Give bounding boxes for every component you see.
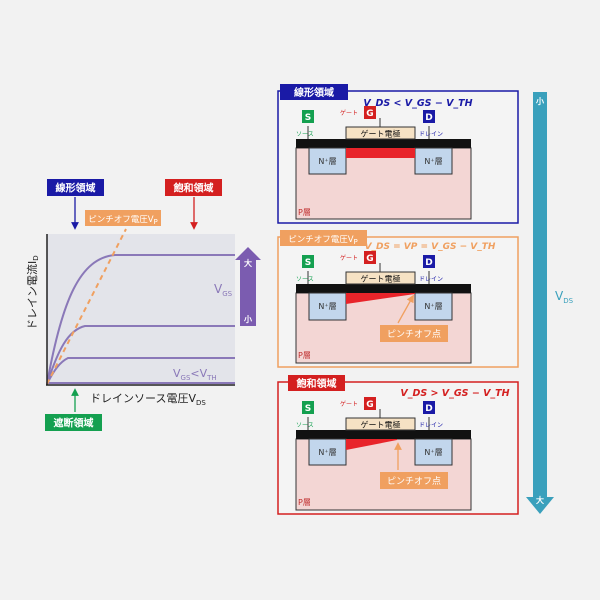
linear-label: 線形領域 bbox=[56, 182, 96, 195]
svg-text:D: D bbox=[425, 404, 432, 414]
panel-condition: V_DS < V_GS − V_TH bbox=[363, 98, 472, 109]
vds-arrow-top: 小 bbox=[535, 96, 544, 106]
linear-label-box bbox=[47, 179, 104, 196]
pinchoff-label-box bbox=[85, 210, 161, 226]
saturation-label: 飽和領域 bbox=[173, 182, 214, 195]
n-plus-source-label: N⁺層 bbox=[318, 448, 336, 457]
svg-text:S: S bbox=[305, 404, 311, 414]
drain-label: ドレイン bbox=[419, 131, 443, 138]
pinchoff-callout-box bbox=[380, 472, 448, 489]
source-terminal bbox=[302, 401, 314, 414]
n-plus-source bbox=[308, 147, 347, 175]
gate-electrode-label: ゲート電極 bbox=[361, 129, 401, 139]
source-label: ソース bbox=[296, 422, 314, 429]
svg-text:G: G bbox=[366, 109, 373, 119]
source-terminal bbox=[302, 255, 314, 268]
y-axis-label: ドレイン電流ID bbox=[25, 255, 40, 330]
x-axis-label: ドレインソース電圧VDS bbox=[90, 392, 206, 407]
panel-title-box bbox=[288, 375, 345, 391]
gate-label: ゲート bbox=[340, 109, 358, 117]
pinchoff-label: ピンチオフ電圧VP bbox=[88, 215, 158, 226]
vgs-arrow-top: 大 bbox=[244, 258, 252, 268]
n-plus-drain bbox=[414, 147, 453, 175]
panel-linear: 線形領域 V_DS < V_GS − V_TH P層 N⁺層 N⁺層 ゲート電極… bbox=[277, 84, 519, 224]
panel-condition: V_DS = VP = V_GS − V_TH bbox=[365, 242, 496, 252]
vgs-label: VGS bbox=[214, 282, 233, 298]
gate-electrode-label: ゲート電極 bbox=[361, 274, 401, 284]
cutoff-label-box bbox=[45, 414, 102, 431]
curve-high-vgs bbox=[46, 254, 235, 385]
p-region-label: P層 bbox=[298, 208, 311, 217]
p-region-label: P層 bbox=[298, 498, 311, 507]
svg-text:D: D bbox=[425, 258, 432, 268]
svg-text:S: S bbox=[305, 113, 311, 123]
panel-title-box bbox=[280, 230, 367, 246]
pinchoff-callout: ピンチオフ点 bbox=[387, 476, 441, 487]
vds-arrow: 小 大 bbox=[526, 92, 554, 514]
n-plus-drain-label: N⁺層 bbox=[424, 157, 442, 166]
svg-text:S: S bbox=[305, 258, 311, 268]
pinchoff-callout-arrow bbox=[397, 294, 414, 324]
source-label: ソース bbox=[296, 276, 314, 283]
vgs-arrow-bottom: 小 bbox=[243, 314, 252, 324]
saturation-label-box bbox=[165, 179, 222, 196]
cutoff-condition: VGS<VTH bbox=[173, 367, 217, 382]
pinchoff-locus bbox=[46, 228, 127, 385]
gate-terminal bbox=[364, 106, 376, 119]
source-terminal bbox=[302, 110, 314, 123]
n-plus-source-label: N⁺層 bbox=[318, 302, 336, 311]
cutoff-label: 遮断領域 bbox=[54, 417, 94, 430]
p-region-label: P層 bbox=[298, 351, 311, 360]
n-plus-source bbox=[308, 438, 347, 466]
channel bbox=[346, 439, 397, 450]
gate-terminal bbox=[364, 251, 376, 264]
panel-title: 線形領域 bbox=[294, 86, 334, 99]
oxide-layer bbox=[296, 139, 471, 148]
gate-label: ゲート bbox=[340, 400, 358, 408]
vds-label: VDS bbox=[555, 289, 574, 305]
drain-terminal bbox=[423, 255, 435, 268]
n-plus-source-label: N⁺層 bbox=[318, 157, 336, 166]
n-plus-drain bbox=[414, 438, 453, 466]
drain-label: ドレイン bbox=[419, 422, 443, 429]
gate-label: ゲート bbox=[340, 254, 358, 262]
channel bbox=[346, 293, 415, 304]
n-plus-drain-label: N⁺層 bbox=[424, 302, 442, 311]
drain-label: ドレイン bbox=[419, 276, 443, 283]
pinchoff-callout: ピンチオフ点 bbox=[387, 329, 441, 340]
panel-title: ピンチオフ電圧VP bbox=[288, 235, 358, 246]
id-vds-graph: ドレイン電流ID ドレインソース電圧VDS 線形領域 飽和領域 ピンチオフ電圧V… bbox=[25, 179, 261, 431]
panel-title: 飽和領域 bbox=[296, 377, 337, 390]
n-plus-drain-label: N⁺層 bbox=[424, 448, 442, 457]
n-plus-source bbox=[308, 292, 347, 321]
panel-title-box bbox=[280, 84, 348, 100]
gate-terminal bbox=[364, 397, 376, 410]
source-label: ソース bbox=[296, 131, 314, 138]
panel-condition: V_DS > V_GS − V_TH bbox=[400, 388, 509, 399]
panel-saturation: 飽和領域 V_DS > V_GS − V_TH P層 N⁺層 N⁺層 ゲート電極… bbox=[277, 375, 519, 515]
curve-mid-vgs bbox=[46, 325, 235, 385]
svg-text:D: D bbox=[425, 113, 432, 123]
vds-arrow-bottom: 大 bbox=[536, 495, 544, 505]
pinchoff-callout-box bbox=[380, 325, 448, 342]
vgs-arrow bbox=[235, 247, 261, 326]
svg-text:G: G bbox=[366, 254, 373, 264]
gate-electrode-label: ゲート電極 bbox=[361, 420, 401, 430]
svg-text:G: G bbox=[366, 400, 373, 410]
drain-terminal bbox=[423, 401, 435, 414]
graph-plot-area bbox=[47, 234, 235, 384]
channel bbox=[346, 148, 415, 158]
oxide-layer bbox=[296, 284, 471, 293]
panel-pinchoff: ピンチオフ電圧VP V_DS = VP = V_GS − V_TH P層 N⁺層… bbox=[277, 230, 519, 368]
drain-terminal bbox=[423, 110, 435, 123]
n-plus-drain bbox=[414, 292, 453, 321]
oxide-layer bbox=[296, 430, 471, 439]
